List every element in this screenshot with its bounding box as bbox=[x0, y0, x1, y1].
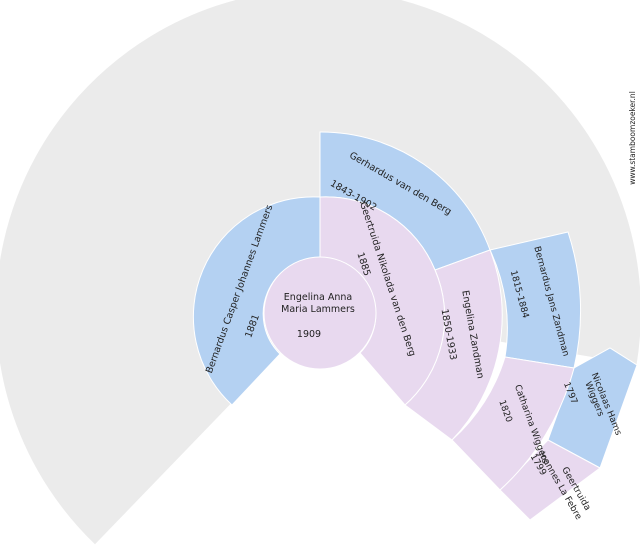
root-year: 1909 bbox=[297, 329, 321, 340]
root-person-circle[interactable] bbox=[263, 256, 377, 370]
root-name-line1: Engelina Anna bbox=[284, 292, 352, 303]
gg-mother-segment[interactable] bbox=[451, 356, 575, 491]
site-credit: www.stamboomzoeker.nl bbox=[628, 91, 637, 185]
root-name-line2: Maria Lammers bbox=[281, 304, 355, 315]
